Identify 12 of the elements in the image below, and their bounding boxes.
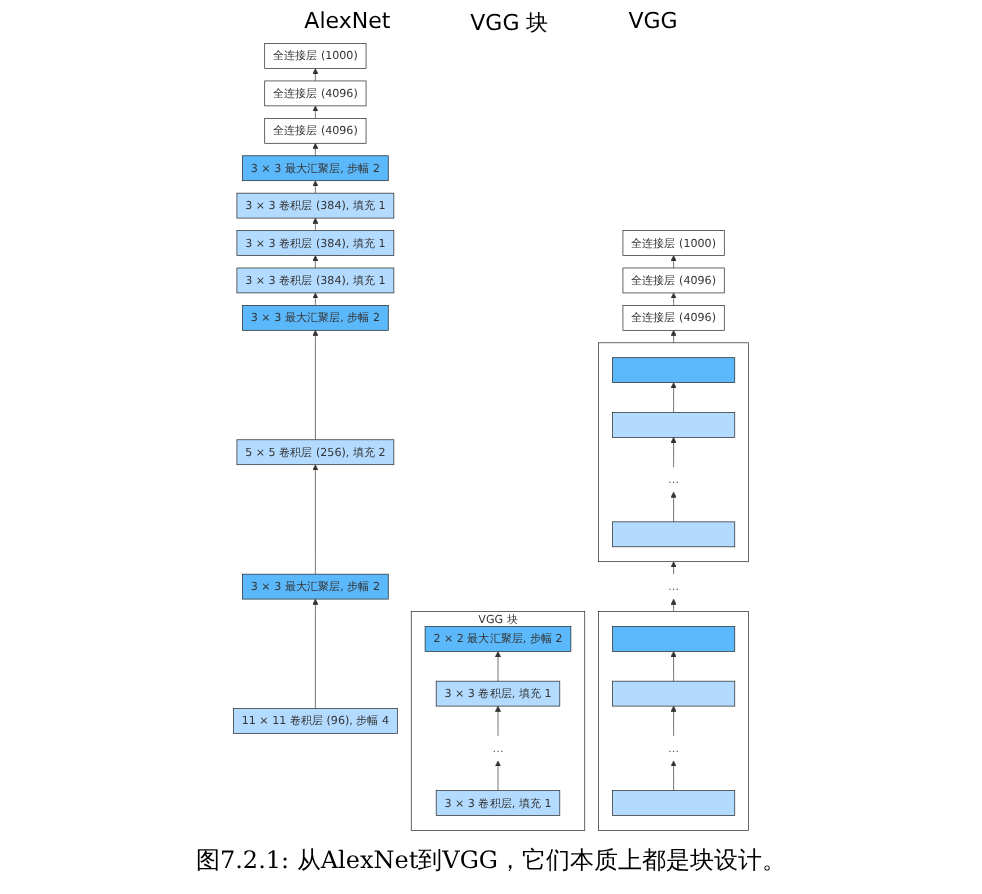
column-heading: VGG (628, 8, 678, 38)
column-heading: AlexNet (304, 8, 391, 38)
figure-caption: 图7.2.1: 从AlexNet到VGG，它们本质上都是块设计。 (195, 844, 787, 878)
column-heading: VGG 块 (470, 8, 549, 38)
node-bar (612, 412, 736, 438)
node-bar (612, 357, 736, 383)
node-bar (612, 790, 736, 816)
cluster (598, 611, 749, 831)
node-bar (612, 680, 736, 707)
cluster (598, 342, 749, 563)
node-bar (612, 626, 736, 652)
node-bar (612, 521, 736, 548)
